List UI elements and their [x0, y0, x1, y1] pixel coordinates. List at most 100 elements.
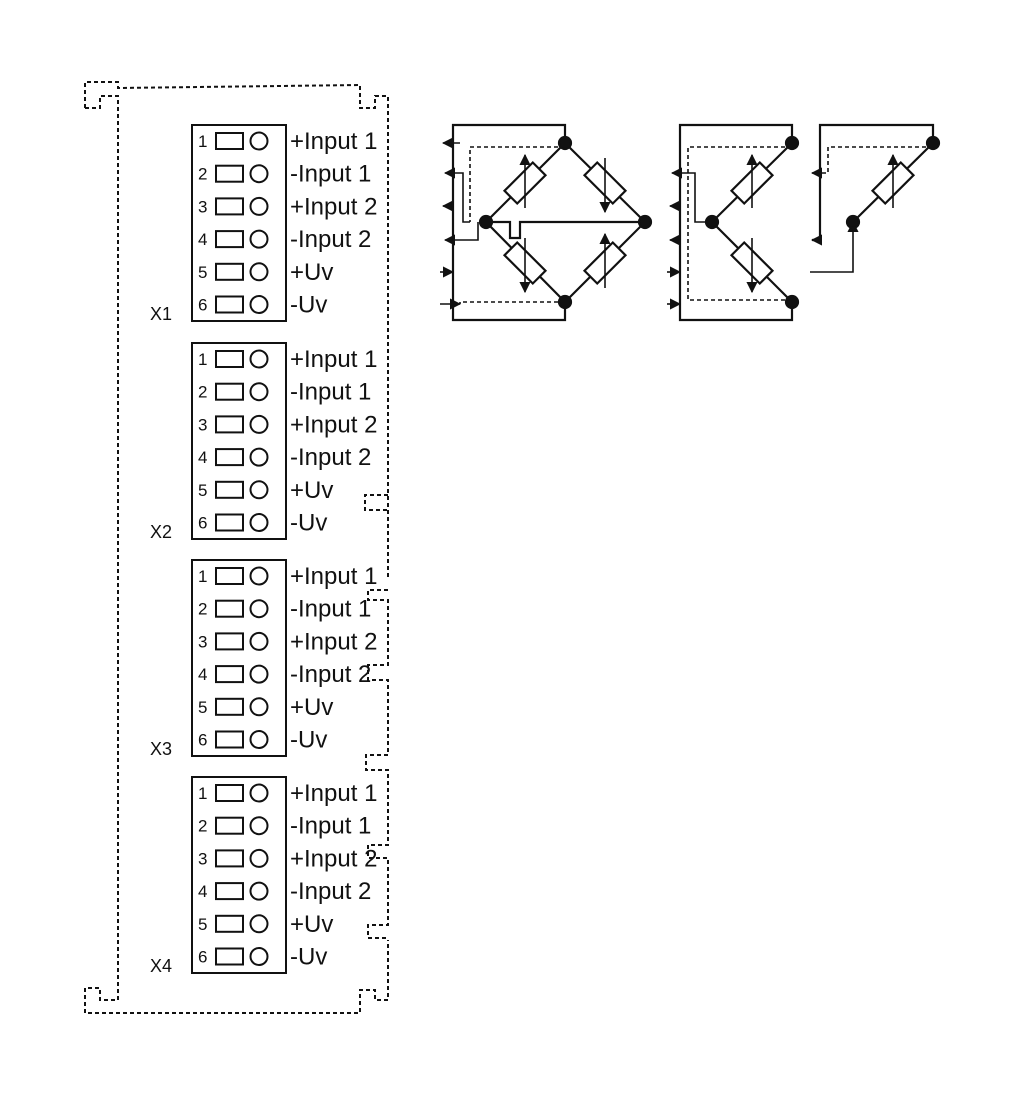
release-slot-icon [215, 295, 244, 314]
terminal-signal-label: -Input 1 [290, 161, 371, 188]
terminal-row: 2 -Input 1 [198, 596, 371, 623]
terminal-number: 2 [198, 817, 207, 836]
terminal-signal-label: -Input 1 [290, 813, 371, 840]
release-slot-icon [215, 730, 244, 749]
connector-label: X2 [150, 522, 172, 542]
terminal-number: 4 [198, 882, 207, 901]
terminal-row: 5 +Uv [198, 911, 333, 938]
terminal-number: 6 [198, 948, 207, 967]
terminal-number: 2 [198, 165, 207, 184]
terminal-signal-label: +Uv [290, 477, 333, 504]
terminal-row: 6-Uv [198, 292, 327, 319]
release-slot-icon [215, 882, 244, 901]
terminal-signal-label: +Input 1 [290, 563, 377, 590]
terminal-signal-label: -Uv [290, 727, 327, 754]
terminal-row: 3+Input 2 [198, 845, 377, 872]
wire-entry-icon [249, 881, 269, 901]
terminal-row: 2 -Input 1 [198, 813, 371, 840]
terminal-number: 6 [198, 514, 207, 533]
release-slot-icon [215, 599, 244, 618]
connector-group: X1 1 +Input 1 2 -Input 1 3 +Input 2 4 -Input 2 5 +… [150, 124, 377, 976]
wire-entry-icon [249, 414, 269, 434]
wire-entry-icon [249, 229, 269, 249]
wire-entry-icon [249, 131, 269, 151]
wire-entry-icon [249, 382, 269, 402]
wire-entry-icon [249, 295, 269, 314]
release-slot-icon [215, 947, 244, 966]
release-slot-icon [215, 665, 244, 684]
terminal-number: 2 [198, 383, 207, 402]
terminal-number: 5 [198, 698, 207, 717]
wire-entry-icon [249, 566, 269, 586]
terminal-row: 5 +Uv [198, 694, 333, 721]
release-slot-icon [215, 262, 244, 281]
terminal-row: 1 +Input 1 [198, 128, 377, 155]
release-slot-icon [215, 164, 244, 183]
terminal-signal-label: -Input 1 [290, 596, 371, 623]
wire-entry-icon [249, 599, 269, 619]
terminal-number: 5 [198, 915, 207, 934]
terminal-signal-label: +Uv [290, 694, 333, 721]
terminal-signal-label: -Uv [290, 510, 327, 537]
release-slot-icon [215, 132, 244, 150]
wire-entry-icon [249, 262, 269, 282]
terminal-signal-label: -Input 2 [290, 444, 371, 471]
terminal-signal-label: +Input 1 [290, 128, 377, 155]
terminal-row: 2 -Input 1 [198, 161, 371, 188]
terminal-signal-label: -Input 1 [290, 379, 371, 406]
terminal-row: 4 -Input 2 [198, 661, 371, 688]
release-slot-icon [215, 415, 244, 434]
terminal-row: 6 -Uv [198, 727, 327, 754]
terminal-number: 1 [198, 567, 207, 586]
terminal-signal-label: +Uv [290, 911, 333, 938]
terminal-signal-label: -Input 2 [290, 661, 371, 688]
terminal-number: 4 [198, 448, 207, 467]
wire-entry-icon [249, 631, 269, 651]
terminal-signal-label: +Input 2 [290, 193, 377, 220]
connector-block-x1: X11+Input 12-Input 13+Input 24-Input 25+… [150, 124, 377, 324]
wire-entry-icon [249, 848, 269, 868]
terminal-number: 4 [198, 665, 207, 684]
release-slot-icon [215, 849, 244, 868]
terminal-row: 4 -Input 2 [198, 444, 371, 471]
terminal-number: 1 [198, 784, 207, 803]
wire-entry-icon [249, 783, 269, 803]
terminal-signal-label: +Input 2 [290, 628, 377, 655]
terminal-number: 5 [198, 263, 207, 282]
connector-housing [191, 559, 287, 757]
terminal-number: 2 [198, 600, 207, 619]
wire-entry-icon [249, 164, 269, 184]
release-slot-icon [215, 382, 244, 401]
terminal-signal-label: -Input 2 [290, 226, 371, 253]
release-slot-icon [215, 784, 244, 802]
terminal-number: 3 [198, 197, 207, 216]
wire-entry-icon [249, 196, 269, 216]
terminal-row: 3 +Input 2 [198, 193, 377, 220]
terminal-number: 1 [198, 132, 207, 151]
connector-label: X4 [150, 956, 172, 976]
terminal-row: 6 -Uv [198, 510, 327, 537]
release-slot-icon [215, 816, 244, 835]
terminal-number: 6 [198, 296, 207, 315]
release-slot-icon [215, 697, 244, 716]
terminal-signal-label: +Uv [290, 259, 333, 286]
connector-block-x3: X3 1 +Input 1 2 -Input 1 3 +Input 2 4 -Input 2 5 +… [150, 559, 377, 759]
terminal-row: 6-Uv [198, 944, 327, 971]
wire-entry-icon [249, 447, 269, 467]
terminal-signal-label: +Input 1 [290, 780, 377, 807]
terminal-signal-label: +Input 2 [290, 845, 377, 872]
connector-label: X3 [150, 739, 172, 759]
release-slot-icon [215, 230, 244, 249]
terminal-row: 5 +Uv [198, 259, 333, 286]
terminal-row: 4-Input 2 [198, 878, 371, 905]
wire-entry-icon [249, 816, 269, 836]
wire-entry-icon [249, 664, 269, 684]
connector-housing [191, 124, 287, 322]
connector-label: X1 [150, 304, 172, 324]
terminal-number: 6 [198, 731, 207, 750]
terminal-row: 5+Uv [198, 477, 333, 504]
terminal-number: 3 [198, 632, 207, 651]
terminal-row: 1+Input 1 [198, 346, 377, 373]
connector-housing [191, 342, 287, 540]
